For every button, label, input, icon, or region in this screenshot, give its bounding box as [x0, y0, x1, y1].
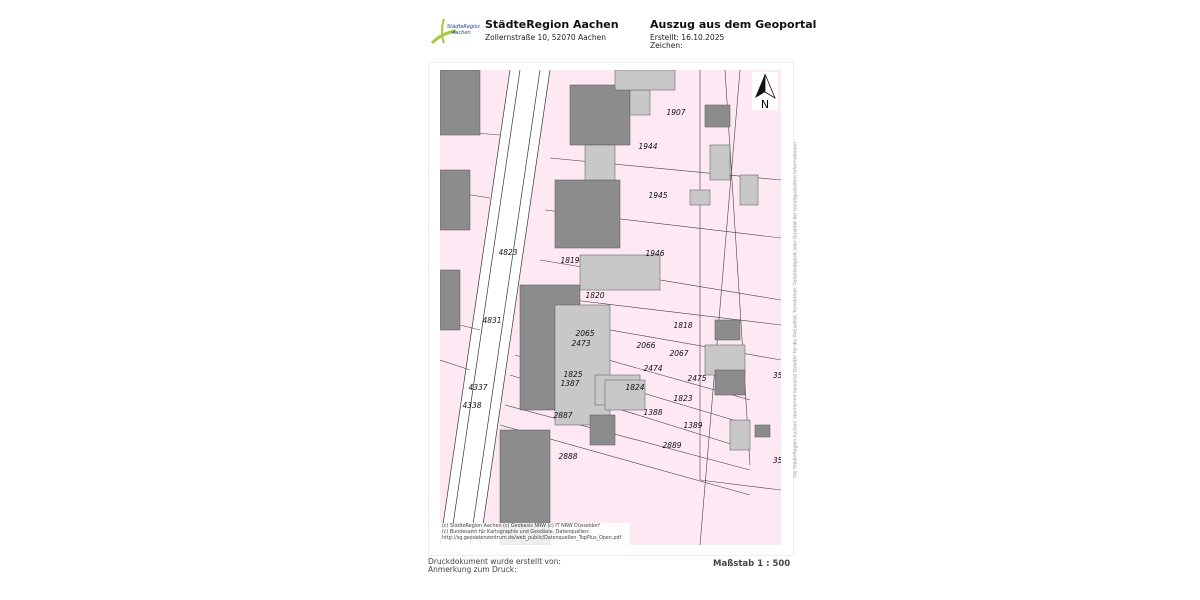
- map-frame: [428, 62, 794, 556]
- building: [554, 179, 621, 249]
- created-date: Erstellt: 16.10.2025: [650, 33, 725, 42]
- parcel-boundary: [439, 359, 471, 371]
- print-note: Anmerkung zum Druck:: [428, 565, 517, 574]
- parcel-number: 4337: [468, 383, 487, 392]
- copyright-line: http://sg.geodatenzentrum.de/web_public/…: [442, 536, 622, 541]
- map-canvas: 1907 1944 1945 1946 4823 1819 1820 4831 1818 2065…: [439, 69, 787, 546]
- org-name: StädteRegion Aachen: [485, 18, 619, 31]
- parcel-number: 1818: [673, 321, 692, 330]
- parcel-number: 2475: [687, 374, 706, 383]
- parcel-number: 4823: [498, 248, 517, 257]
- building: [704, 104, 731, 128]
- building: [579, 254, 661, 291]
- parcel-number: 1389: [683, 421, 702, 430]
- parcel-number: 2888: [558, 452, 577, 461]
- building: [689, 189, 711, 206]
- building: [729, 419, 751, 451]
- parcel-number: 1825: [563, 370, 582, 379]
- parcel-number: 1819: [560, 256, 579, 265]
- building: [714, 369, 746, 396]
- building: [584, 144, 616, 181]
- parcel-boundary: [699, 479, 782, 491]
- building: [439, 69, 481, 136]
- svg-text:Aachen: Aachen: [451, 30, 471, 36]
- parcel-number: 350: [773, 456, 781, 465]
- created-by: Druckdokument wurde erstellt von:: [428, 557, 561, 566]
- parcel-number: 1907: [666, 108, 685, 117]
- parcel-number: 2066: [636, 341, 655, 350]
- parcel-number: 1945: [648, 191, 667, 200]
- cadastral-map[interactable]: 1907 1944 1945 1946 4823 1819 1820 4831 1818 2065…: [439, 69, 787, 546]
- building: [714, 319, 741, 341]
- parcel-number: 4831: [482, 316, 501, 325]
- parcel-number: 1944: [638, 142, 657, 151]
- parcel-number: 2473: [571, 339, 590, 348]
- parcel-number: 1823: [673, 394, 692, 403]
- svg-text:StädteRegion: StädteRegion: [447, 24, 480, 30]
- parcel-number: 2067: [669, 349, 688, 358]
- parcel-number: 2889: [662, 441, 681, 450]
- building: [554, 304, 611, 426]
- parcel-number: 2065: [575, 329, 594, 338]
- north-arrow-icon: N: [755, 73, 776, 111]
- street-line: [449, 69, 521, 546]
- map-scale: Maßstab 1 : 500: [713, 559, 791, 569]
- building: [739, 174, 759, 206]
- disclaimer: Die StädteRegion Aachen übernimmt keiner…: [793, 142, 799, 478]
- parcel-number: 1388: [643, 408, 662, 417]
- north-arrow: N: [752, 72, 778, 111]
- parcel-boundary: [699, 69, 741, 546]
- parcel-number: 1820: [585, 291, 604, 300]
- parcel-number: 1824: [625, 383, 644, 392]
- building: [589, 414, 616, 446]
- building: [439, 169, 471, 231]
- building: [629, 89, 651, 116]
- sign-label: Zeichen:: [650, 41, 683, 50]
- parcel-number: 1387: [560, 379, 579, 388]
- copyright-line: (c) StädteRegion Aachen (c) Geobasis NRW…: [442, 524, 600, 529]
- building: [604, 379, 646, 411]
- map-copyright: (c) StädteRegion Aachen (c) Geobasis NRW…: [440, 523, 630, 545]
- parcel-number: 1946: [645, 249, 664, 258]
- street-line: [469, 69, 541, 546]
- building: [569, 84, 631, 146]
- parcel-boundary: [724, 69, 751, 466]
- street-line: [439, 69, 511, 546]
- copyright-line: (c) Bundesamt für Kartographie und Geodä…: [442, 530, 590, 535]
- document-title: Auszug aus dem Geoportal: [650, 18, 817, 31]
- parcel-number: 2887: [553, 411, 572, 420]
- building: [439, 269, 461, 331]
- parcel-number: 2474: [643, 364, 662, 373]
- building: [709, 144, 731, 181]
- org-address: Zollernstraße 10, 52070 Aachen: [485, 33, 606, 42]
- svg-text:N: N: [761, 98, 769, 110]
- parcel-number: 350: [773, 371, 781, 380]
- building: [614, 69, 676, 91]
- street-line: [479, 69, 551, 546]
- building: [754, 424, 771, 438]
- parcel-number: 4338: [462, 401, 481, 410]
- parcel-boundary: [504, 404, 751, 471]
